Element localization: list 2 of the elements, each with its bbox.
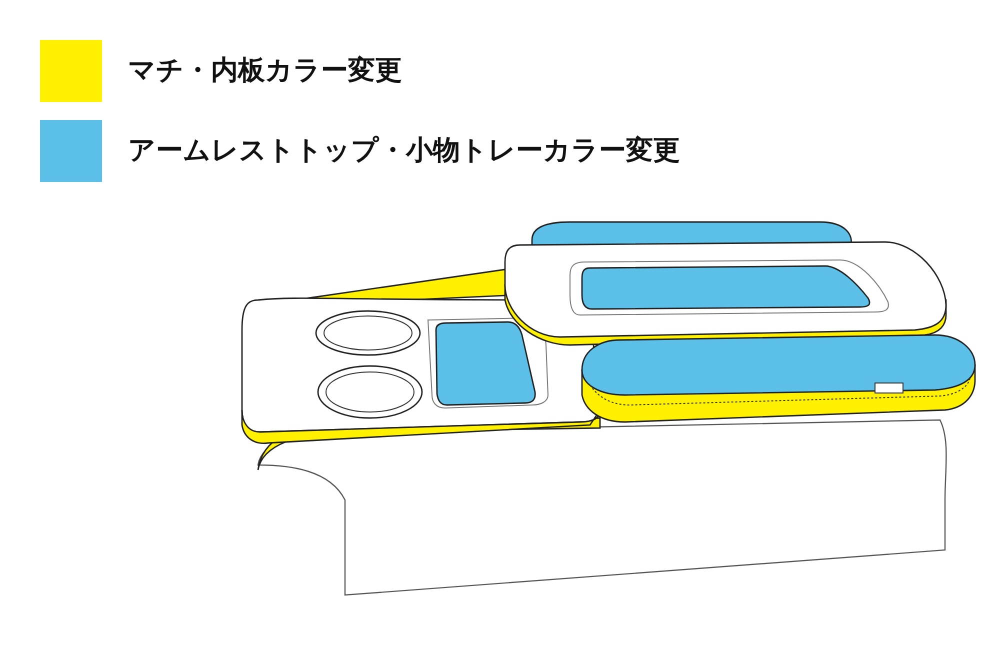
- legend-label: マチ・内板カラー変更: [128, 54, 402, 88]
- legend-label: アームレストトップ・小物トレーカラー変更: [128, 134, 680, 168]
